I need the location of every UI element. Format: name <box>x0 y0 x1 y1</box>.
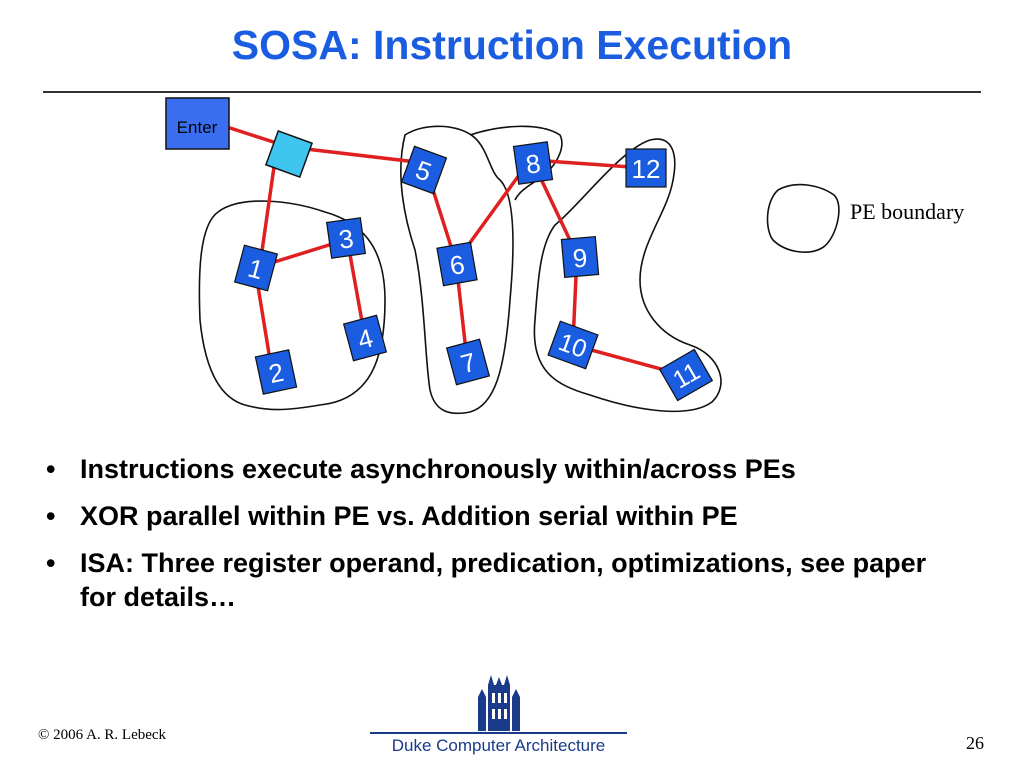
node-3-label: 3 <box>337 223 356 255</box>
edge-8-12 <box>530 158 646 170</box>
pe-boundary-3 <box>533 138 722 413</box>
node-6-label: 6 <box>447 249 466 281</box>
enter-node: Enter <box>165 97 230 150</box>
router-node <box>264 129 314 179</box>
pe-boundary-1 <box>198 200 386 411</box>
page-number: 26 <box>966 733 984 753</box>
bullet-text: Instructions execute asynchronously with… <box>80 454 796 484</box>
dataflow-diagram: Enter 5 8 12 3 1 6 9 4 10 7 <box>165 97 840 415</box>
node-2-label: 2 <box>266 357 286 389</box>
bullet-item: • ISA: Three register operand, predicatio… <box>42 546 942 614</box>
footer-brand: Duke Computer Architecture <box>391 736 606 755</box>
node-6: 6 <box>436 241 478 287</box>
node-9: 9 <box>560 235 600 279</box>
bullet-dot-icon: • <box>46 454 56 484</box>
bullet-dot-icon: • <box>46 501 56 531</box>
bullet-text: XOR parallel within PE vs. Addition seri… <box>80 501 738 531</box>
node-8-label: 8 <box>524 148 543 180</box>
edge-router-5 <box>287 145 427 165</box>
bullet-item: • Instructions execute asynchronously wit… <box>42 452 942 486</box>
node-8: 8 <box>512 141 554 185</box>
enter-label: Enter <box>177 118 218 137</box>
bullet-item: • XOR parallel within PE vs. Addition ser… <box>42 499 942 533</box>
copyright-notice: © 2006 A. R. Lebeck <box>38 727 167 743</box>
node-11: 11 <box>658 348 714 402</box>
pe-boundary-legend-label: PE boundary <box>850 199 965 224</box>
footer-divider <box>370 732 627 734</box>
slide-title: SOSA: Instruction Execution <box>231 22 793 68</box>
node-2: 2 <box>254 349 298 395</box>
pe-boundary-2 <box>400 125 563 415</box>
node-4: 4 <box>342 314 388 362</box>
node-12-label: 12 <box>632 154 661 184</box>
title-divider <box>43 91 981 93</box>
node-9-label: 9 <box>572 242 589 273</box>
bullet-list: • Instructions execute asynchronously wit… <box>42 452 942 627</box>
pe-boundary-legend-icon <box>766 183 840 253</box>
node-7: 7 <box>445 338 491 386</box>
bullet-text: ISA: Three register operand, predication… <box>80 548 927 612</box>
node-12: 12 <box>625 148 667 188</box>
edge-router-1 <box>258 158 277 267</box>
node-1: 1 <box>233 244 279 292</box>
bullet-dot-icon: • <box>46 548 56 578</box>
duke-chapel-logo-icon <box>478 675 520 731</box>
node-3: 3 <box>325 217 367 259</box>
node-10: 10 <box>547 320 599 370</box>
node-5: 5 <box>400 145 448 195</box>
